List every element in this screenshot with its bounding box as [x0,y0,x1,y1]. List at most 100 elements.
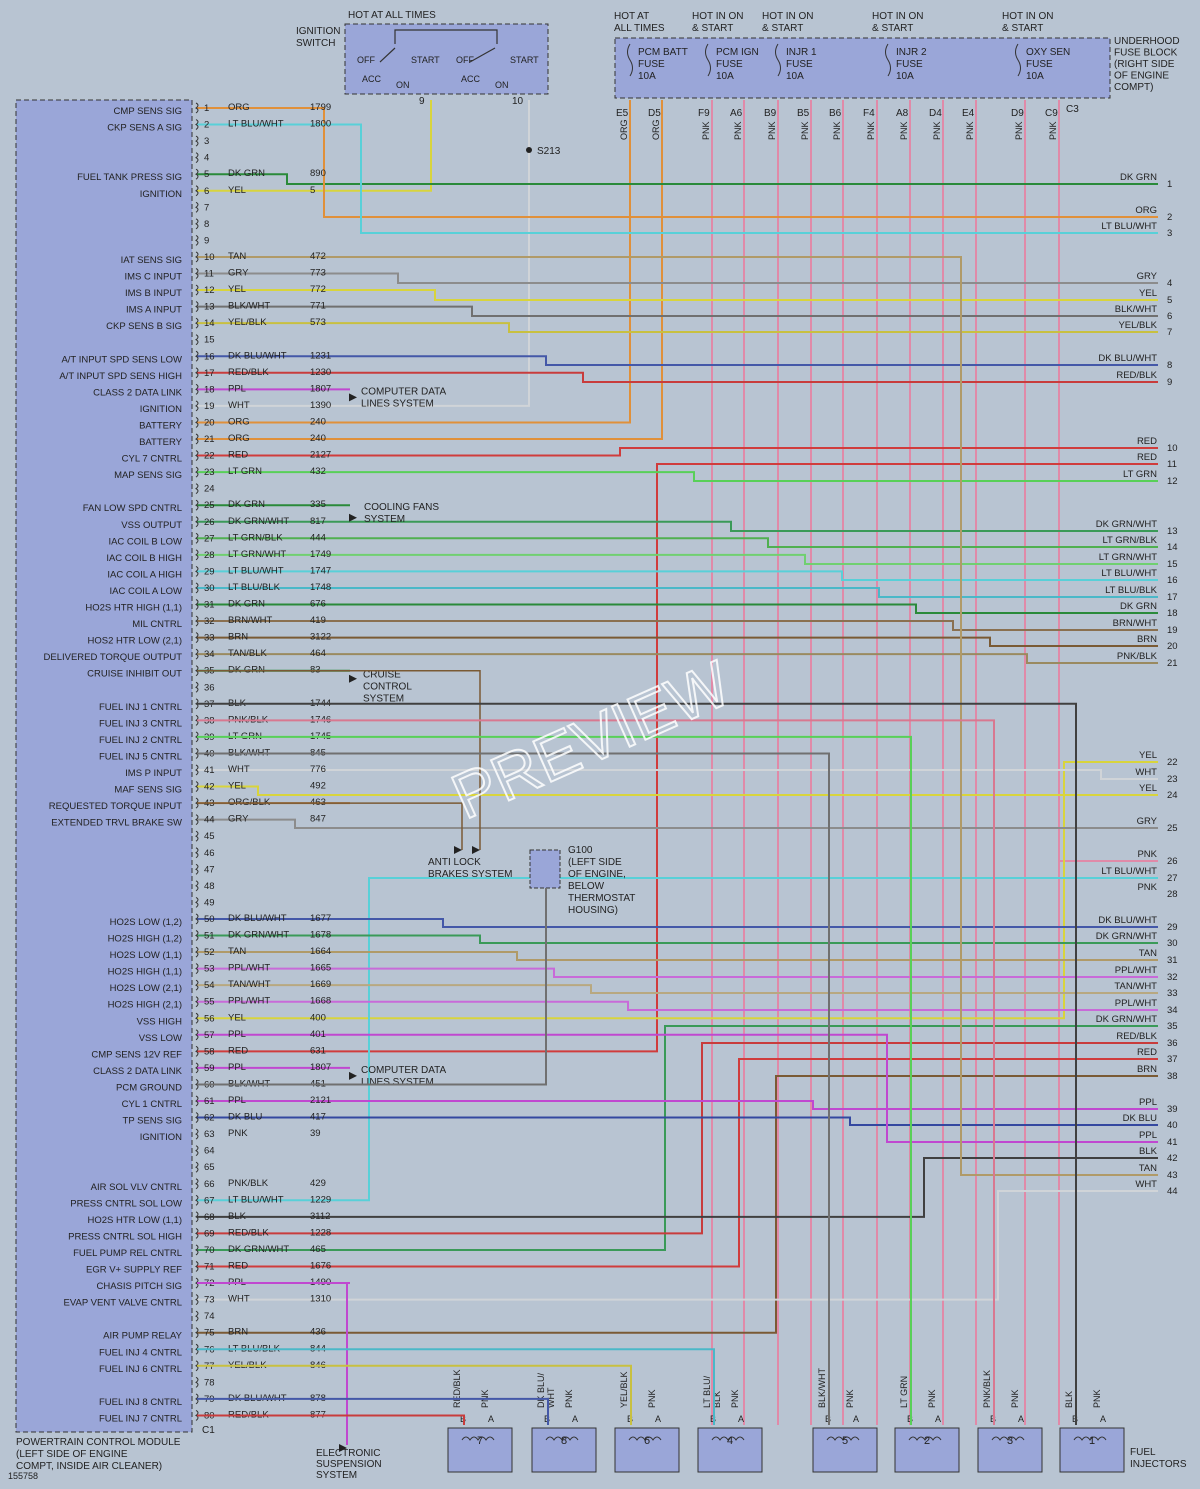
fuse-cavity-id: A6 [730,108,743,119]
wire-run-29 [197,917,1158,928]
wire-injector-control [197,702,1077,1425]
pin-contact-symbol [195,996,199,1008]
annotation-line: INJECTORS [1130,1459,1187,1470]
pin-wire-color: DK GRN/WHT [228,516,289,527]
pcm-pin-row: 48 [195,880,215,892]
fuse-header-line: & START [872,23,913,34]
pin-wire-color: BLK [228,1211,247,1222]
pin-wire-color: WHT [228,764,250,775]
pin-number: 49 [204,897,215,908]
fuse-name-line: FUSE [1026,59,1053,70]
injector-body [1059,1427,1125,1473]
ignition-terminal-pin: 9 [419,96,425,107]
pin-wire-color: YEL/BLK [228,317,267,328]
pin-contact-symbol [195,565,199,577]
pin-number: 65 [204,1162,215,1173]
ignition-contact-label: START [510,55,539,65]
injector-coil [826,1436,860,1441]
injector-body [614,1427,680,1473]
pin-wire-color: DK GRN [228,499,265,510]
pin-number: 23 [204,467,215,478]
injector-body [531,1427,597,1473]
pin-contact-symbol [195,1376,199,1388]
pin-function: MAP SENS SIG [114,470,182,481]
terminal-color: DK GRN/WHT [1096,1014,1157,1025]
wire-ground [197,888,547,1086]
pin-contact-symbol [195,665,199,677]
pin-wire-color: LT GRN/WHT [228,549,286,560]
wire-pnk-26 [1058,100,1158,862]
terminal-color: DK GRN [1120,601,1157,612]
wire-run-40 [197,1116,1158,1126]
pin-number: 11 [204,269,214,280]
terminal-number: 37 [1167,1054,1178,1065]
pin-wire-color: DK BLU/WHT [228,913,287,924]
pin-contact-symbol [195,913,199,925]
pin-contact-symbol [195,830,199,842]
injector-pin-letter: A [488,1414,494,1424]
pin-function: PCM GROUND [116,1082,182,1093]
wire-run-36 [197,1042,1158,1235]
wire-run-42 [197,1157,1158,1218]
pin-contact-symbol [195,615,199,627]
pin-contact-symbol [195,1360,199,1372]
pin-circuit: 419 [310,615,326,626]
fuse-name-line: 10A [896,71,914,82]
pin-contact-symbol [195,1244,199,1256]
pin-number: 61 [204,1096,215,1107]
pin-contact-symbol [195,268,199,279]
pin-contact-symbol [195,1062,199,1074]
pcm-connector-label: C1 [202,1425,215,1436]
pin-circuit: 472 [310,251,326,262]
pin-contact-symbol [195,168,199,180]
fuse-cavity-id: C9 [1045,108,1058,119]
terminal-number: 32 [1167,972,1178,983]
annotation-line: SUSPENSION [316,1459,382,1470]
wire-run-21 [197,653,1158,664]
pin-wire-color: YEL [228,185,246,196]
injector-wire-color: BLK/WHT [817,1367,827,1408]
fuse-block-label-line: UNDERHOOD [1114,36,1180,47]
pin-function: IGNITION [140,189,182,200]
terminal-color: TAN [1139,1163,1157,1174]
terminal-number: 33 [1167,988,1178,999]
pin-wire-color: WHT [228,400,250,411]
terminal-color: WHT [1135,1179,1157,1190]
pin-function: TP SENS SIG [123,1116,182,1127]
pin-circuit: 1799 [310,102,331,113]
pin-number: 46 [204,848,215,859]
terminal-color: LT BLU/WHT [1101,568,1157,579]
pin-contact-symbol [195,284,199,296]
pin-number: 33 [204,633,215,644]
injector-coil [461,1436,495,1441]
pcm-pin-row: 8 [195,218,209,230]
pin-contact-symbol [195,367,199,379]
pin-function: EVAP VENT VALVE CNTRL [64,1298,182,1309]
wire-run-8 [197,355,1158,366]
annotation-line: ELECTRONIC [316,1448,380,1459]
fuse-cavity-color: PNK [965,121,975,140]
terminal-number: 20 [1167,641,1178,652]
pcm-pin-row: 24 [195,483,215,495]
pin-circuit: 1749 [310,549,331,560]
terminal-number: 22 [1167,757,1178,768]
pin-function: CYL 1 CNTRL [122,1099,182,1110]
pin-contact-symbol [195,1277,199,1289]
injector-body [977,1427,1043,1473]
pin-number: 63 [204,1129,215,1140]
pin-wire-color: DK BLU/WHT [228,350,287,361]
terminal-color: GRY [1137,271,1158,282]
pin-wire-color: RED/BLK [228,1227,269,1238]
terminal-color: YEL/BLK [1118,320,1157,331]
injector-number: 7 [477,1435,483,1447]
pin-number: 71 [204,1262,215,1273]
fuse-cavity-color: PNK [1014,121,1024,140]
pin-contact-symbol [195,201,199,213]
